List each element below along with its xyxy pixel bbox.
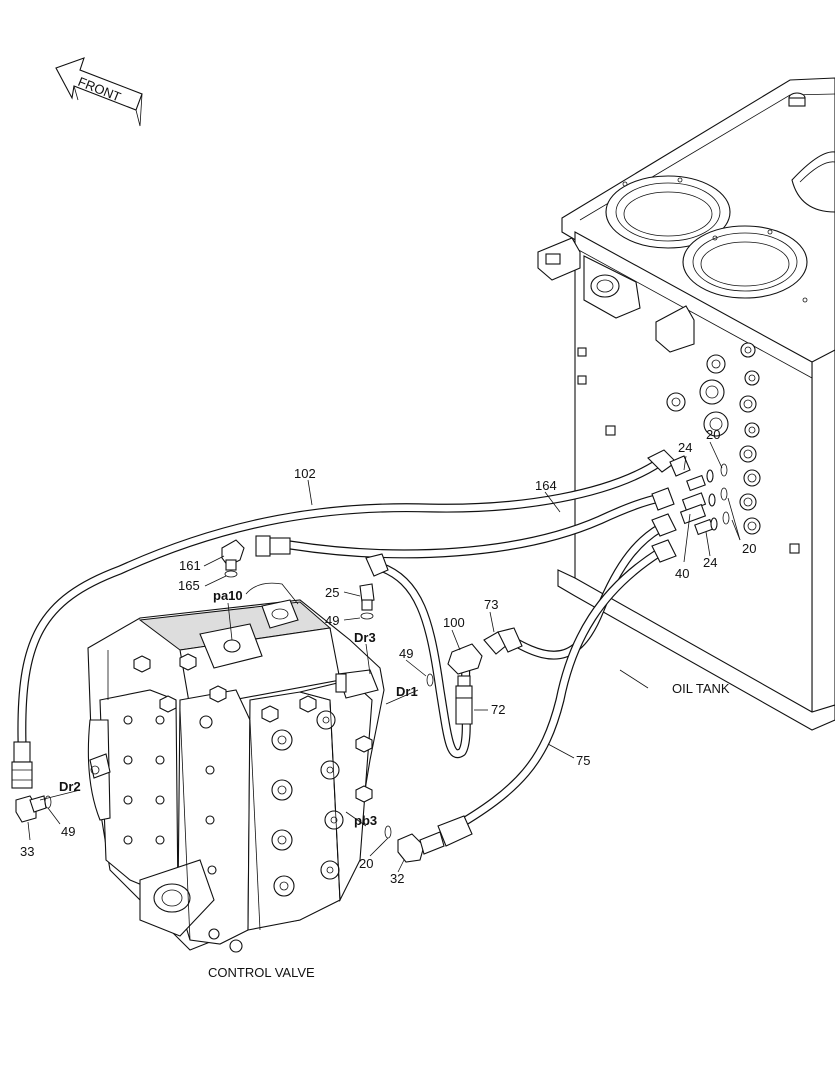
part-label-40: 40 [675,566,689,581]
hose-164 [285,493,665,559]
part-label-75: 75 [576,753,590,768]
fitting-25 [359,553,389,620]
part-label-32: 32 [390,871,404,886]
part-label-24-bottom: 24 [703,555,717,570]
front-arrow-icon [55,57,143,127]
hose-164-end [255,535,291,557]
part-label-25: 25 [325,585,339,600]
assembly-label-control-valve: CONTROL VALVE [208,965,315,980]
hose-102-end [11,741,33,789]
assembly-label-oil-tank: OIL TANK [672,681,730,696]
fitting-73 [483,627,523,655]
part-label-33: 33 [20,844,34,859]
leader-lines [27,441,741,873]
part-label-20-top: 20 [706,427,720,442]
fitting-100 [426,643,483,725]
part-label-49-dr2: 49 [61,824,75,839]
port-label-pa10: pa10 [213,588,243,603]
part-label-100: 100 [443,615,465,630]
part-label-102: 102 [294,466,316,481]
part-label-161: 161 [179,558,201,573]
port-label-dr3: Dr3 [354,630,376,645]
hose-102 [17,457,665,747]
fitting-32 [384,815,473,863]
part-label-73: 73 [484,597,498,612]
part-label-165: 165 [178,578,200,593]
part-label-20-pb3: 20 [359,856,373,871]
port-label-pb3: pb3 [354,813,377,828]
part-label-49-dr3: 49 [325,613,339,628]
part-label-72: 72 [491,702,505,717]
part-label-20-right: 20 [742,541,756,556]
elbow-33 [15,795,52,823]
tank-fittings [647,449,730,563]
part-label-49-dr1: 49 [399,646,413,661]
port-label-dr1: Dr1 [396,684,418,699]
hose-75 [445,547,665,835]
port-label-dr2: Dr2 [59,779,81,794]
part-label-164: 164 [535,478,557,493]
fitting-161 [221,539,245,578]
part-label-24-top: 24 [678,440,692,455]
control-valve [87,582,385,953]
